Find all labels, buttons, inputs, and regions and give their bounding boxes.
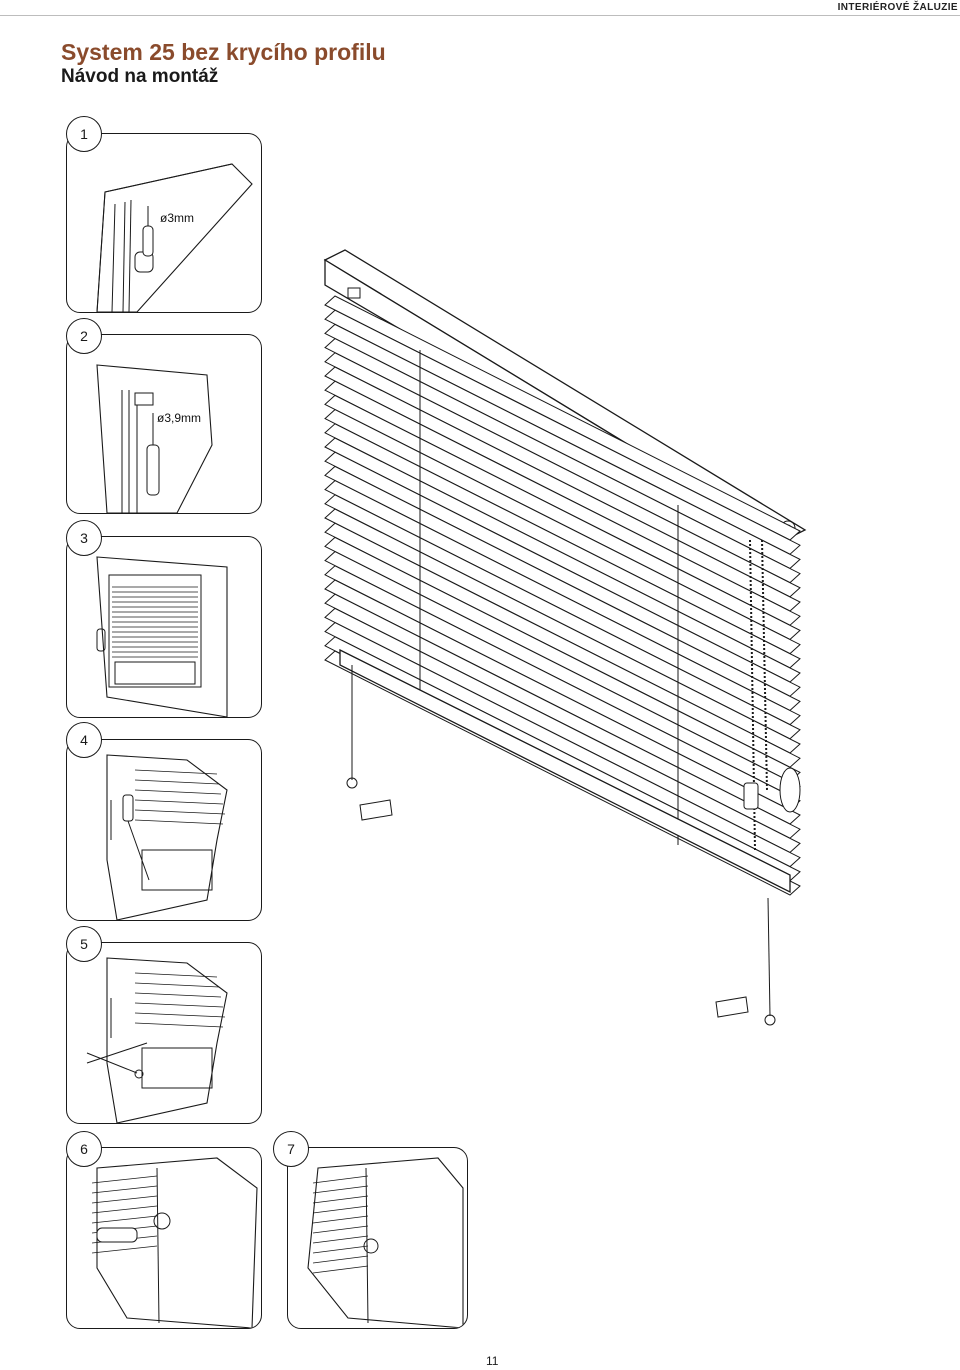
step-1-number: 1 <box>66 116 102 152</box>
step-5-number: 5 <box>66 926 102 962</box>
step-1-panel <box>66 133 262 313</box>
step-2-dimension-label: ø3,9mm <box>157 411 202 425</box>
step-5-panel <box>66 942 262 1124</box>
step-2-illustration <box>96 364 213 513</box>
step-3-panel <box>66 536 262 718</box>
step-3-number: 3 <box>66 520 102 556</box>
step-6-panel <box>66 1147 262 1329</box>
category-label: INTERIÉROVÉ ŽALUZIE <box>837 2 958 13</box>
page-number: 11 <box>486 1354 499 1368</box>
step-6-illustration <box>91 1157 258 1328</box>
step-1-illustration <box>96 163 253 312</box>
bottom-rail <box>339 648 791 894</box>
document-title: System 25 bez krycího profilu <box>61 39 386 65</box>
document-subtitle: Návod na montáž <box>61 66 219 87</box>
step-1-dimension-label: ø3mm <box>160 211 194 225</box>
step-7-panel <box>287 1147 468 1329</box>
step-6-number: 6 <box>66 1131 102 1167</box>
step-5-illustration <box>86 957 228 1123</box>
step-7-illustration <box>307 1157 464 1328</box>
step-4-illustration <box>106 754 228 920</box>
step-2-number: 2 <box>66 318 102 354</box>
step-3-illustration <box>96 556 228 717</box>
step-2-panel <box>66 334 262 514</box>
header-rule <box>0 15 960 16</box>
step-7-number: 7 <box>273 1131 309 1167</box>
step-4-number: 4 <box>66 722 102 758</box>
step-4-panel <box>66 739 262 921</box>
blind-assembly-illustration <box>323 249 807 1026</box>
